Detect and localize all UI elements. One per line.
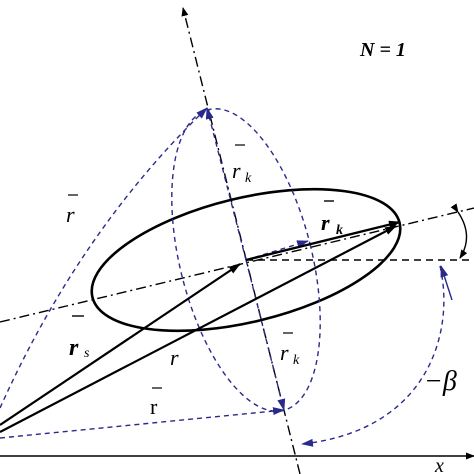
r-vector bbox=[0, 225, 397, 433]
beta-angle-arc bbox=[301, 265, 445, 447]
rs-vector bbox=[0, 263, 241, 426]
n-value-label: N = 1 bbox=[359, 39, 406, 61]
dashed-rk-up-vector bbox=[205, 107, 247, 261]
svg-text:k: k bbox=[293, 353, 300, 368]
svg-text:k: k bbox=[245, 171, 252, 186]
svg-text:r: r bbox=[321, 210, 330, 235]
rk-top-label: r k bbox=[232, 144, 252, 186]
rs-label: r s bbox=[69, 315, 90, 361]
r-upright-label: r bbox=[150, 387, 162, 419]
svg-text:k: k bbox=[336, 223, 343, 238]
rk-bold-label: r k bbox=[321, 200, 343, 238]
small-angle-arc bbox=[450, 203, 468, 259]
svg-text:r: r bbox=[170, 345, 179, 370]
minus-beta-label: −β bbox=[424, 366, 457, 397]
svg-text:r: r bbox=[280, 340, 289, 365]
r-left-label: r bbox=[66, 194, 78, 227]
r-center-label: r bbox=[170, 345, 179, 370]
beta-angle-arc-head bbox=[440, 265, 453, 301]
svg-text:r: r bbox=[69, 335, 79, 361]
svg-text:r: r bbox=[150, 394, 158, 419]
x-axis-label: x bbox=[434, 455, 444, 474]
dashed-vector-to-top bbox=[0, 107, 208, 409]
rk-bottom-label: r k bbox=[280, 332, 300, 368]
svg-text:r: r bbox=[66, 202, 75, 227]
dashed-vector-to-bottom bbox=[0, 407, 285, 439]
svg-text:r: r bbox=[232, 158, 241, 183]
rk-bold-vector bbox=[245, 220, 401, 262]
svg-text:s: s bbox=[84, 346, 90, 361]
dashed-rk-down-vector bbox=[245, 259, 286, 411]
